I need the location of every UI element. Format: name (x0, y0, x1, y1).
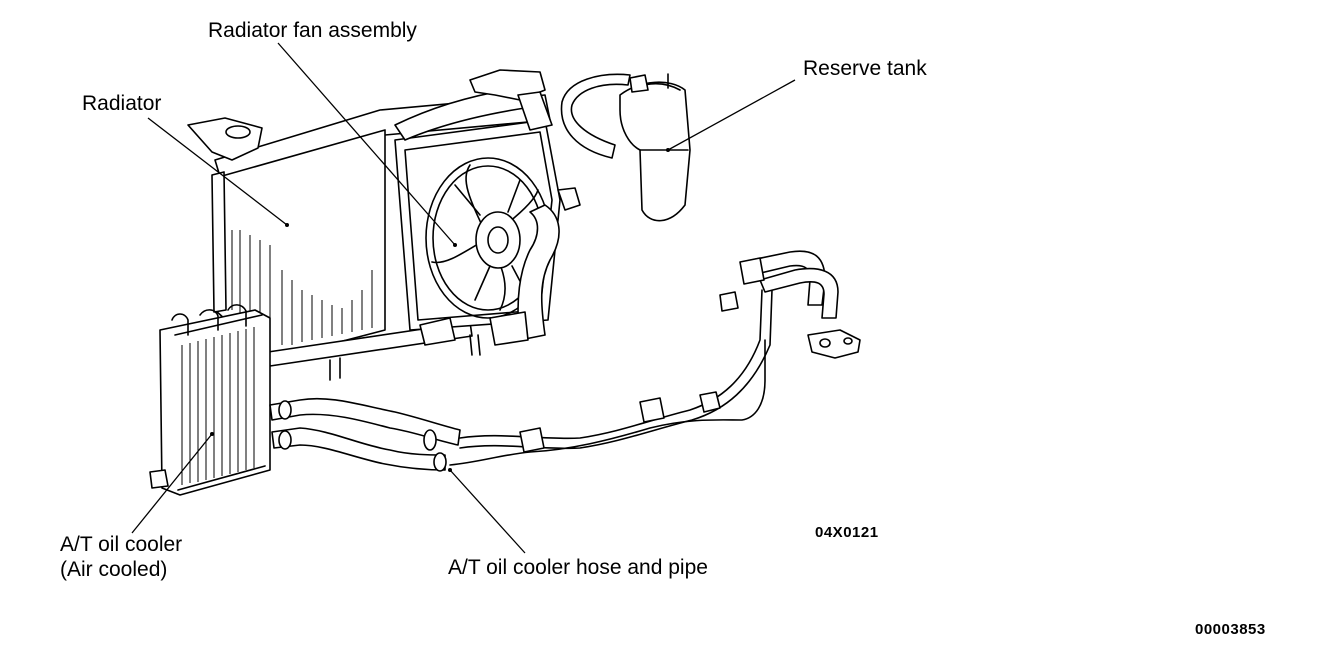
oil-cooler-drawing (149, 304, 271, 496)
label-radiator: Radiator (82, 92, 161, 115)
fan-assembly-drawing (394, 69, 581, 346)
document-code: 00003853 (1195, 621, 1266, 638)
leader-radiator (147, 117, 288, 226)
leader-oil-cooler (131, 433, 213, 534)
anchor-dot (453, 243, 457, 247)
anchor-dot (666, 148, 670, 152)
anchor-dot (285, 223, 289, 227)
anchor-dot (448, 468, 452, 472)
leader-fan-assembly (277, 42, 456, 246)
label-oil-cooler-line1: A/T oil cooler (60, 533, 182, 556)
figure-code: 04X0121 (815, 524, 879, 541)
anchor-dot (210, 432, 214, 436)
label-radiator-fan-assembly: Radiator fan assembly (208, 19, 417, 42)
leader-reserve-tank (667, 79, 796, 151)
label-oil-cooler-line2: (Air cooled) (60, 558, 167, 581)
leader-hose-pipe (449, 469, 526, 554)
cooler-hoses-drawing (269, 250, 861, 472)
leader-lines (131, 42, 796, 554)
reserve-tank-drawing (560, 73, 691, 222)
label-reserve-tank: Reserve tank (803, 57, 927, 80)
label-hose-and-pipe: A/T oil cooler hose and pipe (448, 556, 708, 579)
